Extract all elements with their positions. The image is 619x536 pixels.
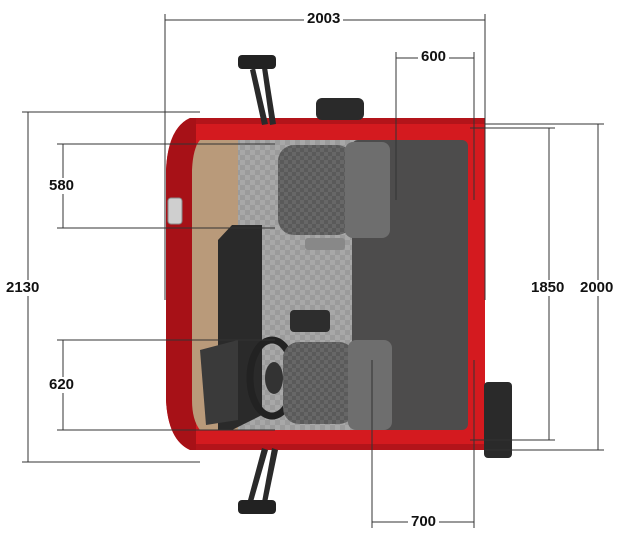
dim-floor-length: 1850 xyxy=(528,280,568,296)
dimension-lines xyxy=(22,14,604,528)
dim-seat-width: 700 xyxy=(408,514,440,530)
dim-door-zone-lower: 620 xyxy=(46,377,78,393)
top-mirror xyxy=(238,55,276,125)
roof-unit xyxy=(316,98,364,120)
front-mirror xyxy=(167,197,183,225)
dim-seat-depth: 600 xyxy=(418,49,450,65)
dim-overall-length: 2130 xyxy=(3,280,43,296)
driver-seat xyxy=(283,340,392,430)
bottom-mirror xyxy=(238,448,278,514)
passenger-seat xyxy=(278,142,390,250)
dim-cab-length: 2000 xyxy=(577,280,617,296)
dim-door-zone-upper: 580 xyxy=(46,178,78,194)
exhaust-stack xyxy=(484,382,512,458)
gear-console xyxy=(290,310,330,332)
dim-overall-width: 2003 xyxy=(304,11,344,27)
